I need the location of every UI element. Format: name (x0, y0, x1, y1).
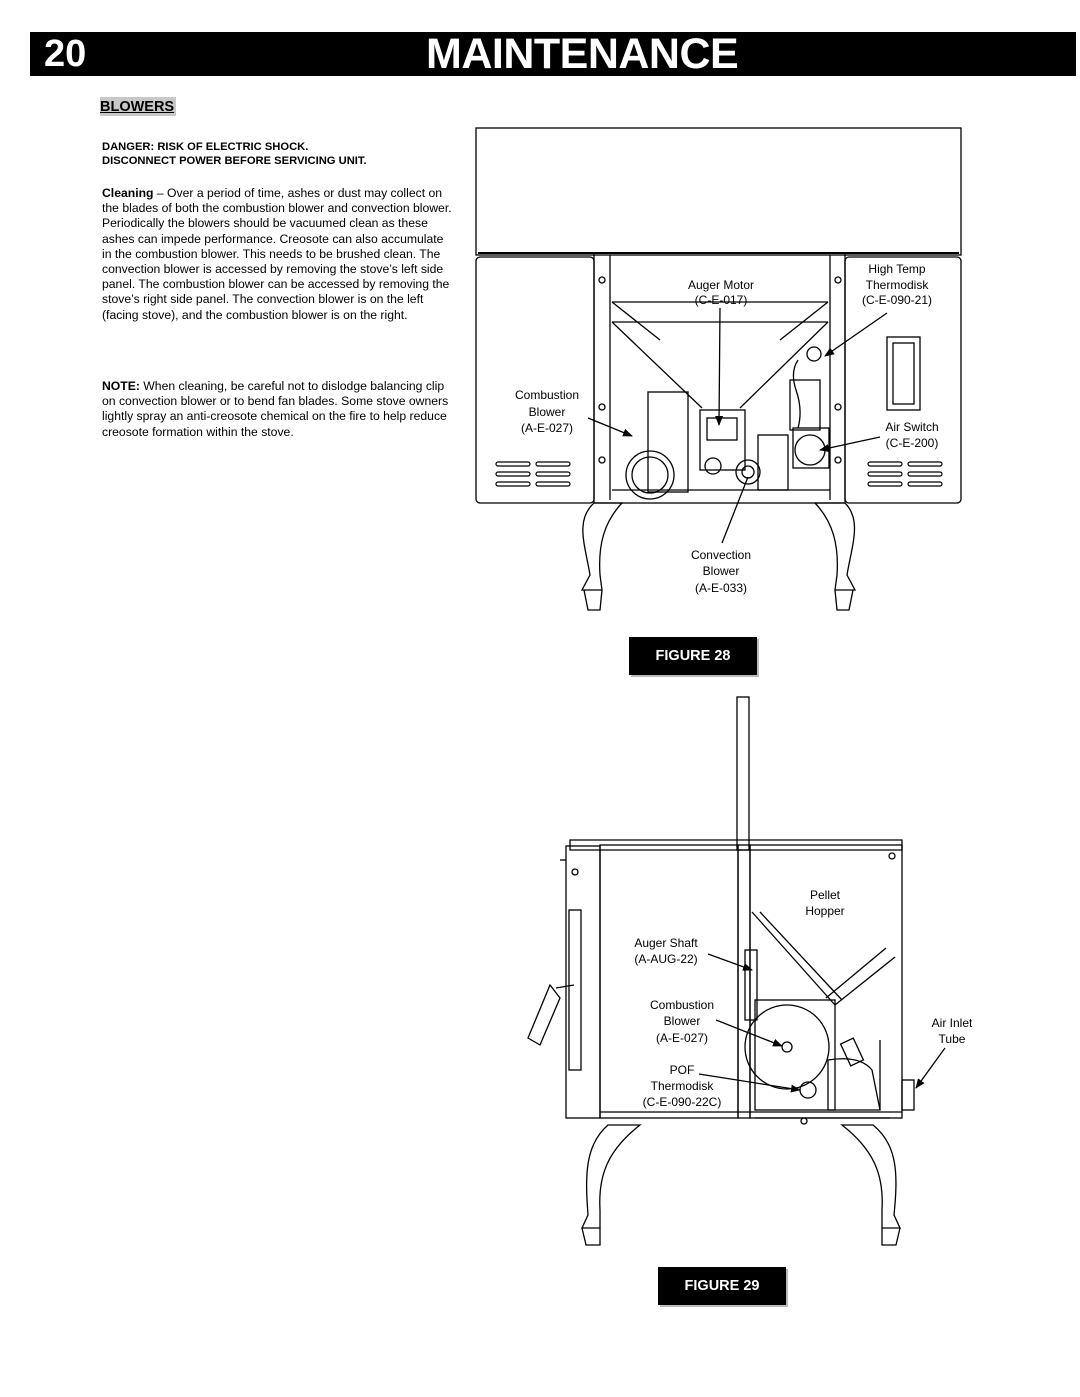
callout-air-inlet-2: Tube (939, 1032, 966, 1046)
callout-fig29-combustion-1: Combustion (650, 998, 714, 1012)
page-title: MAINTENANCE (426, 30, 739, 78)
figure-29-drawing (527, 696, 915, 1246)
callout-combustion-blower-1: Combustion (515, 388, 579, 402)
cleaning-lead: Cleaning (102, 186, 154, 200)
fig29-left-leg (580, 1124, 642, 1229)
note-text: When cleaning, be careful not to dislodg… (102, 379, 449, 439)
left-leg (580, 502, 624, 591)
note-lead: NOTE: (102, 379, 140, 393)
figure-29-label: FIGURE 29 (658, 1267, 786, 1305)
fig29-right-leg (840, 1124, 902, 1229)
left-side-panel (475, 256, 595, 504)
callout-convection-blower-3: (A-E-033) (695, 581, 747, 595)
section-title: BLOWERS (100, 97, 177, 116)
danger-warning: DANGER: RISK OF ELECTRIC SHOCK. DISCONNE… (102, 140, 452, 168)
flue-pipe (736, 696, 750, 851)
callout-high-temp-2: Thermodisk (866, 278, 930, 292)
page-header: 20 MAINTENANCE (30, 30, 1076, 78)
callout-combustion-blower-3: (A-E-027) (521, 421, 573, 435)
callout-combustion-blower-2: Blower (529, 405, 566, 419)
page-number: 20 (44, 33, 87, 75)
figure-29-callouts: Pellet Hopper Auger Shaft (A-AUG-22) Com… (634, 888, 973, 1109)
callout-pellet-hopper-2: Hopper (805, 904, 844, 918)
callout-pof-1: POF (670, 1063, 695, 1077)
callout-auger-motor-1: Auger Motor (688, 278, 754, 292)
figure-28-drawing (475, 127, 962, 611)
callout-auger-shaft-2: (A-AUG-22) (634, 952, 697, 966)
danger-line-1: DANGER: RISK OF ELECTRIC SHOCK. (102, 141, 309, 153)
cleaning-text: – Over a period of time, ashes or dust m… (102, 186, 452, 322)
callout-pof-3: (C-E-090-22C) (643, 1095, 722, 1109)
callout-convection-blower-2: Blower (703, 564, 740, 578)
callout-air-inlet-1: Air Inlet (932, 1016, 973, 1030)
callout-air-switch-1: Air Switch (885, 420, 938, 434)
callout-auger-motor-2: (C-E-017) (695, 293, 748, 307)
callout-air-switch-2: (C-E-200) (886, 436, 939, 450)
callout-pellet-hopper-1: Pellet (810, 888, 841, 902)
callout-auger-shaft-1: Auger Shaft (634, 936, 698, 950)
combustion-blower-wheel (744, 1004, 830, 1090)
figure-28-label: FIGURE 28 (629, 637, 757, 675)
callout-pof-2: Thermodisk (651, 1079, 715, 1093)
danger-line-2: DISCONNECT POWER BEFORE SERVICING UNIT. (102, 155, 367, 167)
callout-convection-blower-1: Convection (691, 548, 751, 562)
stove-top-panel (475, 127, 962, 256)
center-frame (593, 252, 846, 504)
figure-28-callouts: Auger Motor (C-E-017) High Temp Thermodi… (515, 262, 939, 595)
right-leg (813, 502, 857, 591)
callout-high-temp-1: High Temp (868, 262, 925, 276)
note-paragraph: NOTE: When cleaning, be careful not to d… (102, 379, 452, 440)
callout-fig29-combustion-3: (A-E-027) (656, 1031, 708, 1045)
callout-high-temp-3: (C-E-090-21) (862, 293, 932, 307)
cleaning-paragraph: Cleaning – Over a period of time, ashes … (102, 186, 452, 323)
callout-fig29-combustion-2: Blower (664, 1014, 701, 1028)
combustion-blower-housing (647, 391, 689, 493)
